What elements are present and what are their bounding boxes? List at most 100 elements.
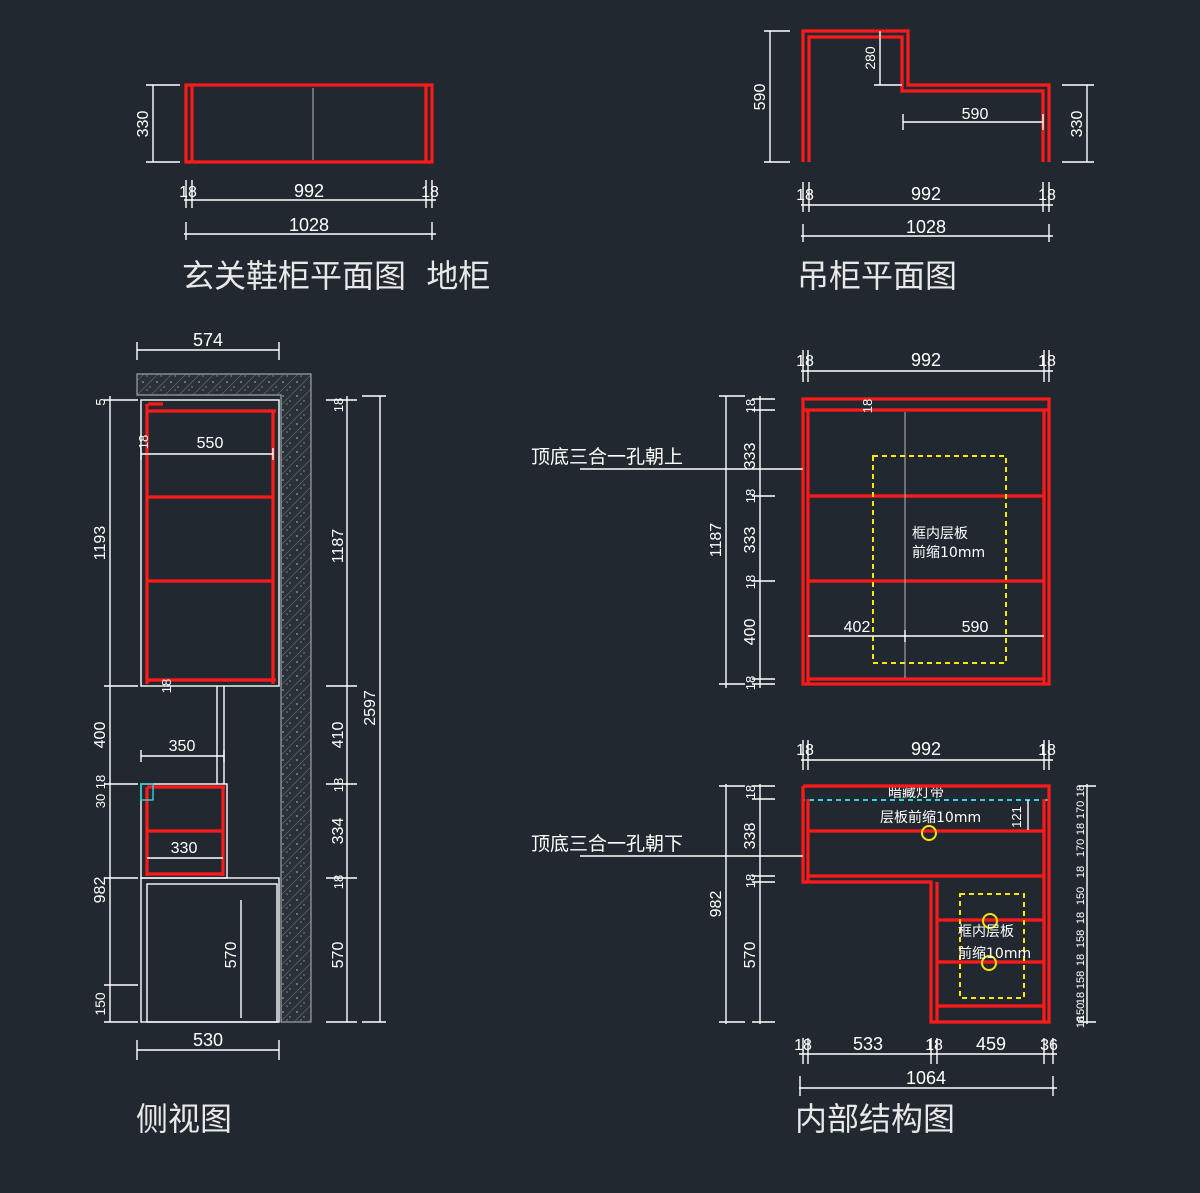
dim-low-r1: 18 — [1075, 785, 1087, 797]
dim-low-r4: 170 — [1075, 839, 1087, 857]
dim-low-18b: 18 — [743, 874, 758, 888]
dim-side-1187: 1187 — [330, 529, 347, 564]
dim-low-r8: 158 — [1075, 930, 1087, 948]
dim-low-b3: 18 — [925, 1037, 943, 1054]
dim-side-400: 400 — [92, 722, 109, 749]
dim-low-r3: 18 — [1075, 823, 1087, 835]
dim-low-r12: 150 — [1075, 1003, 1087, 1021]
note-top-up: 顶底三合一孔朝上 — [531, 446, 683, 468]
note-shelf-recess-2: 前缩10mm — [912, 544, 985, 561]
dim-low-r7: 18 — [1075, 912, 1087, 924]
note-shelf-front: 层板前缩10mm — [880, 809, 981, 826]
dim-low-121: 121 — [1009, 806, 1024, 828]
dim-low-338: 338 — [742, 823, 759, 850]
internal-lower-cabinet: 暗藏灯带 层板前缩10mm 框内层板 前缩10mm 121 18 992 18 — [531, 739, 1096, 1138]
dim-side-150: 150 — [92, 992, 108, 1016]
dim-low-r11: 18 — [1075, 992, 1087, 1004]
dim-side-30: 30 — [93, 794, 108, 808]
dim-p2-left: 18 — [796, 187, 814, 204]
dim-side-r18c: 18 — [331, 875, 346, 889]
dim-side-r18b: 18 — [331, 778, 346, 792]
dim-p1-depth: 330 — [135, 111, 152, 138]
dim-side-530: 530 — [193, 1030, 223, 1050]
dim-low-18: 18 — [743, 785, 758, 799]
dim-int-590: 590 — [962, 619, 989, 636]
dim-int-333a: 333 — [742, 443, 759, 470]
dim-side-550: 550 — [197, 435, 224, 452]
dim-side-410: 410 — [330, 722, 347, 749]
dim-low-982: 982 — [708, 891, 725, 918]
dim-int-l: 18 — [796, 353, 814, 370]
dim-low-r9: 18 — [1075, 954, 1087, 966]
dim-side-330: 330 — [171, 840, 198, 857]
dim-low-570: 570 — [742, 942, 759, 969]
note-shelf-recess-3: 框内层板 — [958, 924, 1014, 940]
dim-side-r570: 570 — [330, 942, 347, 969]
dim-p2-height: 590 — [752, 84, 769, 111]
dim-int-18c: 18 — [743, 575, 758, 589]
hole-marker — [982, 913, 998, 929]
note-shelf-recess-1: 框内层板 — [912, 526, 968, 542]
dim-int-1187: 1187 — [708, 523, 725, 558]
dim-low-r2: 170 — [1075, 801, 1087, 819]
dim-low-l: 18 — [796, 742, 814, 759]
dim-side-r18: 18 — [331, 398, 346, 412]
dim-int-m: 992 — [911, 350, 941, 370]
dim-int-18d: 18 — [743, 676, 758, 690]
dim-side-18b: 18 — [159, 679, 174, 693]
dim-side-570: 570 — [223, 942, 240, 969]
dim-side-18a: 18 — [136, 435, 151, 449]
dim-side-574: 574 — [193, 330, 223, 350]
dim-side-18c: 18 — [93, 775, 108, 789]
dim-int-r: 18 — [1038, 353, 1056, 370]
dim-low-r13: 18 — [1075, 1016, 1087, 1028]
dim-side-350: 350 — [169, 738, 196, 755]
dim-low-b5: 36 — [1040, 1037, 1058, 1054]
dim-low-m: 992 — [911, 739, 941, 759]
dim-p2-total: 1028 — [906, 217, 946, 237]
dim-side-5: 5 — [93, 398, 108, 405]
dim-side-1193: 1193 — [92, 526, 109, 561]
dim-low-r5: 18 — [1075, 866, 1087, 878]
hole-marker — [921, 825, 937, 841]
dim-low-b4: 459 — [976, 1034, 1006, 1054]
dim-low-r6: 150 — [1075, 887, 1087, 905]
dim-int-333b: 333 — [742, 527, 759, 554]
hanging-cabinet-plan: 590 280 590 330 18 992 18 1028 吊柜平面图 — [752, 29, 1094, 295]
note-cyan-light: 暗藏灯带 — [888, 785, 944, 801]
dim-p2-step: 280 — [862, 46, 878, 70]
title-side-view: 侧视图 — [136, 1100, 232, 1138]
dim-p1-left: 18 — [179, 184, 197, 201]
dim-p2-width: 590 — [962, 106, 989, 123]
note-top-down: 顶底三合一孔朝下 — [531, 833, 683, 855]
dim-int-18b: 18 — [743, 489, 758, 503]
dim-low-b1: 18 — [794, 1037, 812, 1054]
dim-p1-right: 18 — [421, 184, 439, 201]
dim-int-top18: 18 — [860, 399, 875, 413]
dim-side-2597: 2597 — [362, 690, 379, 726]
side-view: 550 574 350 330 570 530 — [92, 330, 386, 1138]
wall-section — [136, 373, 312, 1023]
dim-int-18: 18 — [743, 399, 758, 413]
dim-p1-mid: 992 — [294, 181, 324, 201]
dim-p2-depth: 330 — [1069, 111, 1086, 138]
dim-p1-total: 1028 — [289, 215, 329, 235]
dim-low-r10: 158 — [1075, 971, 1087, 989]
dim-side-334: 334 — [330, 818, 347, 845]
title-internal: 内部结构图 — [795, 1100, 955, 1138]
dim-p2-mid: 992 — [911, 184, 941, 204]
internal-upper-cabinet: 框内层板 前缩10mm 18 992 18 18 18 333 18 333 1… — [531, 350, 1056, 690]
dim-low-b2: 533 — [853, 1034, 883, 1054]
dim-low-r: 18 — [1038, 742, 1056, 759]
note-shelf-recess-4: 前缩10mm — [958, 945, 1031, 962]
dim-int-400: 400 — [742, 619, 759, 646]
dim-low-total: 1064 — [906, 1068, 946, 1088]
dim-side-982: 982 — [92, 877, 109, 904]
shoe-cabinet-plan: 330 18 992 18 1028 玄关鞋柜平面图 地柜 — [135, 83, 490, 295]
dim-p2-right: 18 — [1038, 187, 1056, 204]
hole-marker — [981, 955, 997, 971]
title-hanging-plan: 吊柜平面图 — [797, 257, 957, 295]
dim-int-402: 402 — [844, 619, 871, 636]
title-shoe-plan: 玄关鞋柜平面图 地柜 — [182, 257, 490, 295]
